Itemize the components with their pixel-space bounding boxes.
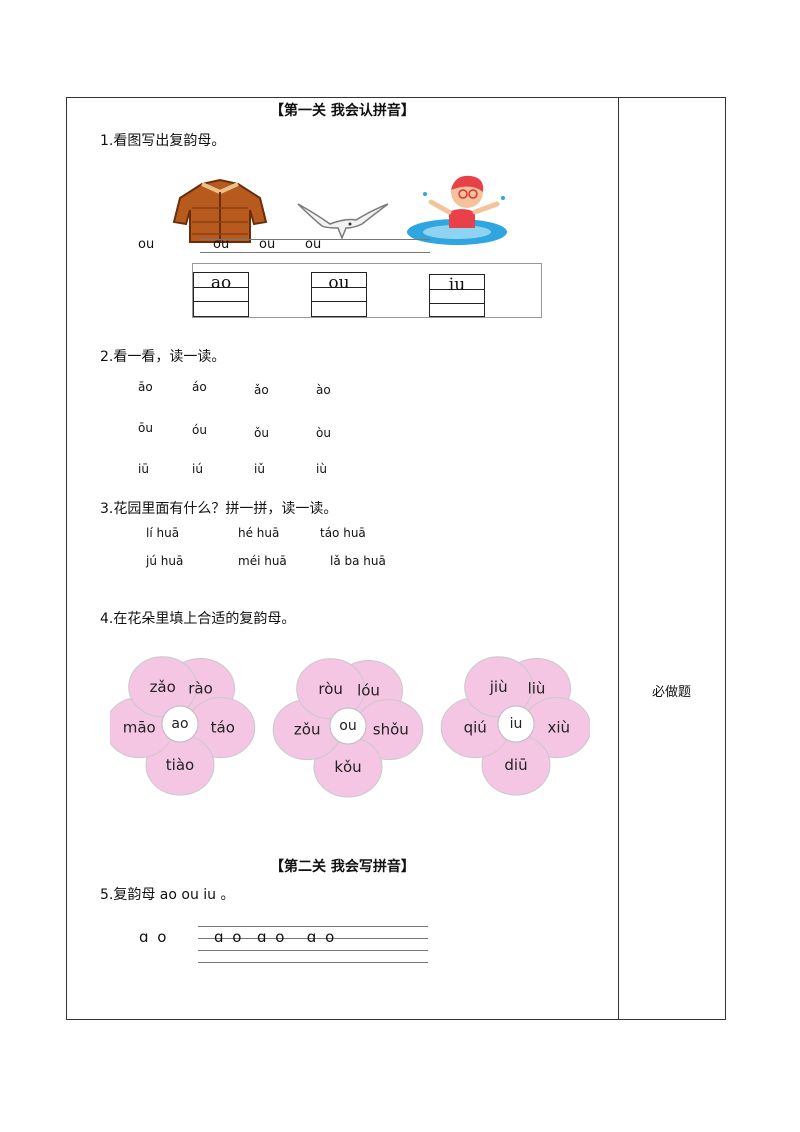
section1-header: 【第一关 我会认拼音】 bbox=[270, 103, 415, 119]
flower-center[interactable] bbox=[497, 705, 535, 743]
q1-pinyin-4: ou bbox=[305, 237, 322, 252]
jacket-image bbox=[172, 178, 268, 243]
flowers-area: rào táo tiào māo zǎo ao lóu shǒu kǒu zǒu ròu ou liù x… bbox=[110, 656, 590, 798]
seagull-image bbox=[297, 203, 389, 241]
q3-word: lí huā bbox=[146, 526, 180, 540]
petal-label: zǒu bbox=[294, 721, 321, 739]
q1-title: 1.看图写出复韵母。 bbox=[100, 133, 226, 149]
worksheet-frame bbox=[66, 97, 726, 1020]
petal-label: tiào bbox=[166, 756, 194, 774]
q1-guide-line bbox=[200, 252, 430, 253]
petal-label: liù bbox=[528, 680, 546, 698]
flower: liù xiù diū qiú jiù iu bbox=[440, 656, 590, 796]
q2-title: 2.看一看，读一读。 bbox=[100, 349, 226, 365]
q2-tone: iú bbox=[192, 462, 203, 476]
answer-strip bbox=[192, 263, 542, 318]
petal-label: táo bbox=[211, 719, 235, 737]
q2-tone: áo bbox=[192, 380, 207, 394]
q3-word: méi huā bbox=[238, 554, 287, 568]
q2-tone: iū bbox=[138, 462, 149, 476]
petal-label: shǒu bbox=[373, 721, 409, 739]
q2-tone: ōu bbox=[138, 421, 153, 435]
q2-tone: ǎo bbox=[254, 383, 269, 397]
flower: lóu shǒu kǒu zǒu ròu ou bbox=[272, 658, 424, 798]
flower-center-label: iu bbox=[510, 716, 523, 732]
petal-label: xiù bbox=[548, 719, 571, 737]
writing-line bbox=[198, 926, 428, 927]
q2-tone: ào bbox=[316, 383, 331, 397]
column-divider bbox=[618, 97, 619, 1020]
answer-box-2-text: ou bbox=[328, 273, 350, 293]
petal-label: qiú bbox=[464, 719, 487, 737]
q2-tone: iǔ bbox=[254, 462, 265, 476]
q3-title: 3.花园里面有什么？拼一拼，读一读。 bbox=[100, 501, 338, 517]
petal-label: jiù bbox=[489, 678, 508, 696]
q3-word: jú huā bbox=[146, 554, 184, 568]
writing-line bbox=[198, 962, 428, 963]
q2-tone: āo bbox=[138, 380, 153, 394]
q1-pinyin-1: ou bbox=[138, 237, 155, 252]
q2-tone: iù bbox=[316, 462, 327, 476]
flower-center[interactable] bbox=[161, 705, 199, 743]
flower-center-label: ao bbox=[171, 716, 188, 732]
petal-label: kǒu bbox=[334, 758, 361, 776]
flower-center[interactable] bbox=[329, 707, 367, 745]
q3-word: táo huā bbox=[320, 526, 366, 540]
q5-title: 5.复韵母 ao ou iu 。 bbox=[100, 887, 235, 903]
petal-label: zǎo bbox=[150, 678, 176, 696]
petal-label: diū bbox=[504, 756, 527, 774]
q3-word: hé huā bbox=[238, 526, 280, 540]
q1-guide-line bbox=[200, 239, 430, 240]
answer-box-3-text: iu bbox=[448, 275, 466, 295]
q3-word: lǎ ba huā bbox=[330, 554, 386, 568]
petal-label: ròu bbox=[318, 680, 343, 698]
petal-label: lóu bbox=[357, 682, 380, 700]
petal-label: rào bbox=[188, 680, 213, 698]
q5-lead: ɑ o bbox=[139, 928, 169, 946]
q5-practice: ɑ o ɑ o ɑ o bbox=[214, 928, 337, 946]
flower-petal bbox=[296, 658, 366, 720]
q2-tone: òu bbox=[316, 426, 331, 440]
q1-pinyin-3: ou bbox=[259, 237, 276, 252]
answer-box-1[interactable]: ao bbox=[193, 272, 249, 317]
answer-box-3[interactable]: iu bbox=[429, 274, 485, 317]
q4-title: 4.在花朵里填上合适的复韵母。 bbox=[100, 611, 296, 627]
flower-petal bbox=[128, 656, 198, 718]
writing-line bbox=[198, 950, 428, 951]
flower-petal bbox=[464, 656, 534, 718]
q2-tone: óu bbox=[192, 423, 207, 437]
answer-box-2[interactable]: ou bbox=[311, 272, 367, 317]
writing-line bbox=[198, 938, 428, 939]
petal-label: māo bbox=[123, 719, 156, 737]
flower: rào táo tiào māo zǎo ao bbox=[110, 656, 256, 796]
q2-tone: ǒu bbox=[254, 426, 269, 440]
q1-pinyin-2: ou bbox=[213, 237, 230, 252]
section2-header: 【第二关 我会写拼音】 bbox=[270, 859, 415, 875]
flower-center-label: ou bbox=[339, 718, 356, 734]
side-note: 必做题 bbox=[652, 685, 692, 700]
answer-box-1-text: ao bbox=[210, 273, 232, 293]
swimmer-image bbox=[407, 175, 507, 245]
